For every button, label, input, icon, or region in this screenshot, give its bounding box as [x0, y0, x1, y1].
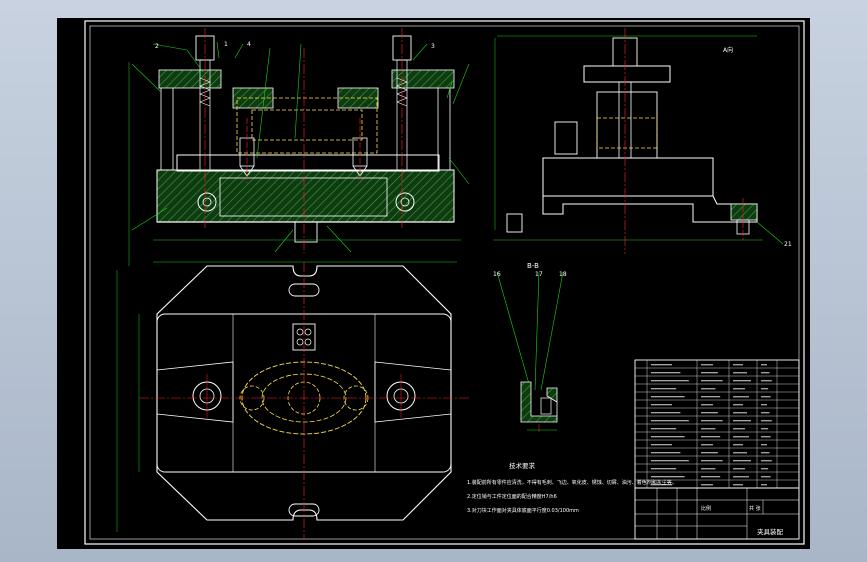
drawing-name: 夹具装配 [757, 527, 784, 536]
drawing-border [84, 20, 805, 545]
notes-line3: 3.对刀块工作面对夹具体底面平行度0.03/100mm [467, 507, 579, 514]
balloon-4: 4 [247, 41, 251, 48]
balloon-21: 21 [784, 241, 792, 248]
assembly-drawing: 2 1 4 3 [84, 20, 805, 545]
notes-title: 技术要求 [509, 461, 536, 470]
notes-line2: 2.定位销与工件定位面的配合精度H7/h6 [467, 493, 557, 500]
balloon-1: 1 [224, 41, 228, 48]
title-block: 夹具装配 比例 共 张 [634, 487, 800, 540]
scale-label: 比例 [701, 505, 711, 512]
drawing-sheet: 2 1 4 3 [57, 18, 810, 549]
balloon-17: 17 [535, 271, 543, 278]
sheet-label: 共 张 [749, 505, 761, 512]
balloon-3: 3 [431, 43, 435, 50]
parts-list [634, 359, 800, 489]
technical-notes: 技术要求 1.装配前所有零件应清洗，不得有毛刺、飞边、氧化皮、锈蚀、切屑、油污、… [467, 461, 677, 514]
inner-border [89, 25, 800, 540]
front-view [128, 28, 470, 266]
notes-line1: 1.装配前所有零件应清洗，不得有毛刺、飞边、氧化皮、锈蚀、切屑、油污、着色剂和灰… [467, 479, 677, 486]
side-view [493, 28, 784, 254]
balloon-16: 16 [493, 271, 501, 278]
section-view [496, 271, 564, 432]
top-view [116, 262, 469, 538]
balloon-18: 18 [559, 271, 567, 278]
balloon-2: 2 [155, 43, 159, 50]
section-label: B-B [527, 262, 539, 270]
view-note: A向 [723, 46, 733, 54]
